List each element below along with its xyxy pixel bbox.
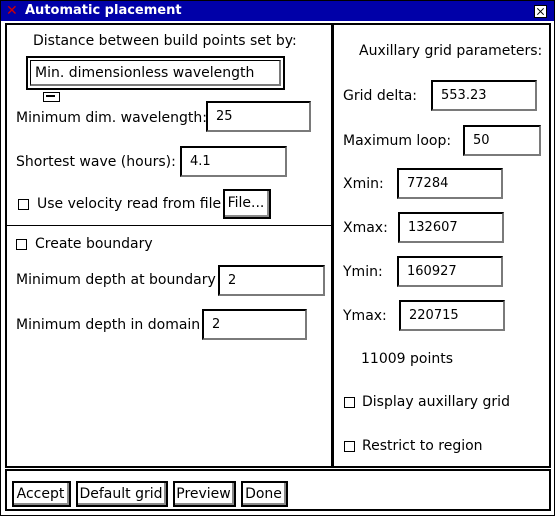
close-icon[interactable] [534, 5, 547, 18]
shortest-wave-label: Shortest wave (hours): [16, 154, 176, 170]
preview-label: Preview [175, 483, 234, 505]
max-loop-label: Maximum loop: [343, 133, 452, 149]
max-loop-input[interactable]: 50 [463, 125, 541, 156]
min-dim-wavelength-input[interactable]: 25 [206, 101, 311, 132]
create-boundary-checkbox[interactable] [16, 239, 27, 250]
right-panel: Auxillary grid parameters: Grid delta: 5… [332, 23, 551, 468]
xmin-label: Xmin: [343, 176, 384, 192]
ymax-input[interactable]: 220715 [399, 300, 505, 331]
display-aux-grid-checkbox[interactable] [344, 397, 355, 408]
option-menu-icon [43, 92, 60, 102]
shortest-wave-input[interactable]: 4.1 [180, 146, 287, 177]
done-button[interactable]: Done [241, 481, 288, 507]
min-depth-domain-input[interactable]: 2 [202, 309, 307, 340]
min-depth-domain-label: Minimum depth in domain [16, 317, 201, 333]
display-aux-grid-label: Display auxillary grid [362, 394, 510, 410]
ymax-label: Ymax: [343, 308, 387, 324]
title-bar[interactable]: ✕ Automatic placement [1, 1, 554, 21]
min-dim-wavelength-label: Minimum dim. wavelength: [16, 110, 207, 126]
left-panel: Distance between build points set by: Mi… [5, 23, 333, 468]
xmax-label: Xmax: [343, 220, 388, 236]
ymin-input[interactable]: 160927 [397, 256, 503, 287]
divider [7, 225, 331, 226]
xmax-input[interactable]: 132607 [398, 212, 504, 243]
ymin-label: Ymin: [343, 264, 383, 280]
points-count: 11009 points [361, 351, 453, 367]
accept-button[interactable]: Accept [12, 481, 71, 507]
default-grid-button[interactable]: Default grid [76, 481, 168, 507]
use-velocity-checkbox[interactable] [18, 199, 29, 210]
file-button[interactable]: File... [223, 189, 271, 219]
min-depth-boundary-input[interactable]: 2 [218, 265, 325, 296]
use-velocity-label: Use velocity read from file [37, 196, 222, 212]
grid-delta-label: Grid delta: [343, 88, 418, 104]
distance-heading: Distance between build points set by: [33, 33, 297, 49]
accept-label: Accept [14, 483, 69, 505]
preview-button[interactable]: Preview [173, 481, 236, 507]
app-x-icon: ✕ [6, 3, 18, 19]
aux-grid-heading: Auxillary grid parameters: [359, 43, 543, 59]
restrict-region-checkbox[interactable] [344, 441, 355, 452]
create-boundary-label: Create boundary [35, 236, 153, 252]
restrict-region-label: Restrict to region [362, 438, 483, 454]
window-title: Automatic placement [25, 3, 182, 18]
default-grid-label: Default grid [78, 483, 166, 505]
footer-bar: Accept Default grid Preview Done [5, 469, 551, 511]
grid-delta-input[interactable]: 553.23 [431, 80, 537, 111]
file-button-label: File... [225, 191, 269, 217]
min-depth-boundary-label: Minimum depth at boundary [16, 272, 216, 288]
xmin-input[interactable]: 77284 [397, 168, 503, 199]
done-label: Done [243, 483, 286, 505]
distance-mode-menu[interactable]: Min. dimensionless wavelength [26, 56, 285, 102]
distance-mode-value: Min. dimensionless wavelength [35, 65, 255, 81]
